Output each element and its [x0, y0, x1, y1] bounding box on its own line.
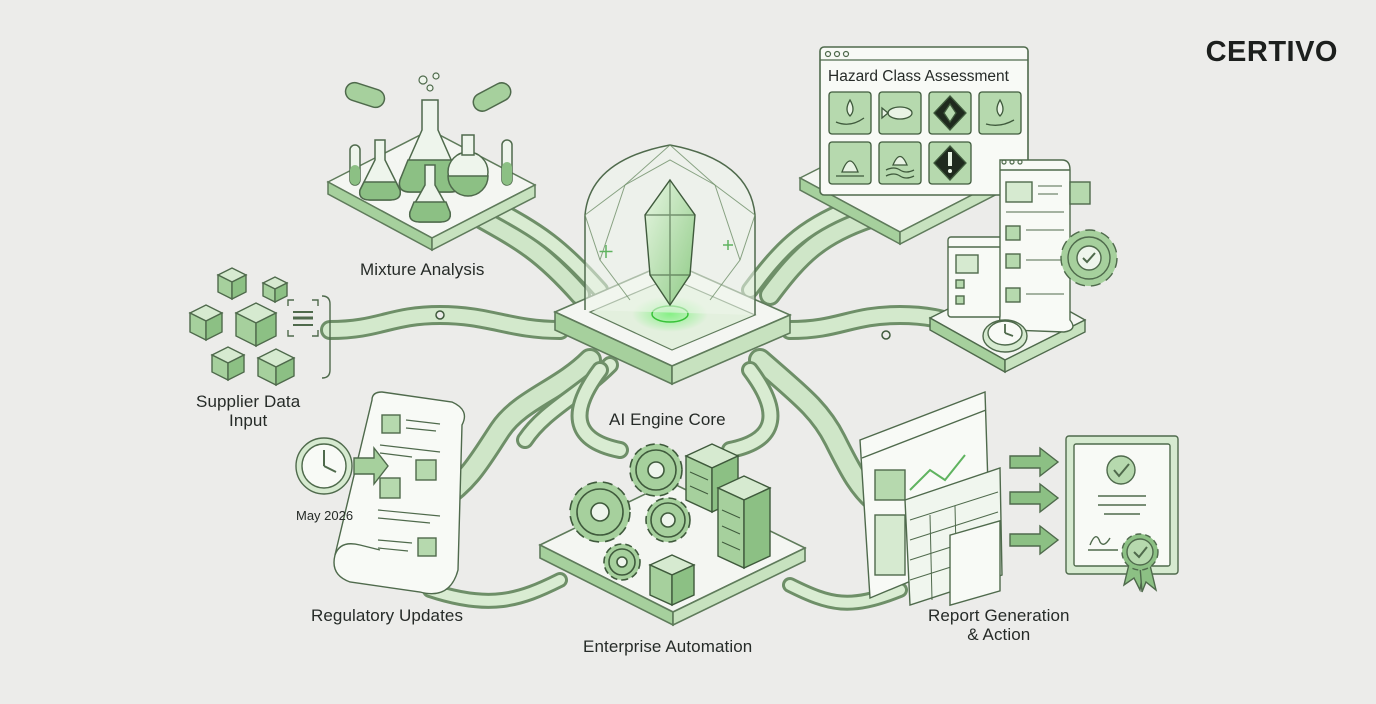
hazard-pictogram-icon	[828, 91, 1022, 185]
brand-logo: CERTIVO	[1205, 36, 1338, 68]
test-tube-icon	[344, 81, 512, 112]
hazard-assessment-node: Hazard Class Assessment	[798, 46, 1029, 246]
hazard-window	[819, 46, 1029, 196]
server-icon	[648, 443, 772, 607]
regulatory-updates-node	[295, 391, 466, 595]
clock-icon	[982, 319, 1028, 353]
regulatory-updates-label: Regulatory Updates	[311, 606, 464, 625]
pipe-junction-dots	[435, 310, 891, 340]
bubble-icon	[418, 72, 440, 92]
clock-icon	[295, 437, 389, 495]
checkmark-icon	[1106, 455, 1136, 485]
supplier-data-label: Supplier Data Input	[196, 392, 300, 430]
ai-engine-core-label: AI Engine Core	[609, 410, 726, 429]
flask-icon	[358, 99, 489, 223]
report-generation-node	[859, 390, 1179, 607]
crystal-icon	[644, 178, 696, 307]
mixture-analysis-label: Mixture Analysis	[360, 260, 485, 279]
bracket-icon	[321, 295, 331, 379]
report-generation-label: Report Generation & Action	[928, 606, 1070, 644]
supplier-data-label-line1: Supplier Data	[196, 392, 301, 411]
barcode-icon	[287, 299, 319, 337]
document-review-node	[928, 159, 1118, 374]
enterprise-automation-node	[538, 443, 807, 627]
test-tube-icon	[349, 139, 513, 186]
regulatory-date: May 2026	[296, 508, 354, 523]
window-controls-icon	[824, 50, 850, 58]
sparkle-icon	[599, 240, 733, 258]
award-ribbon-icon	[1121, 533, 1159, 593]
supplier-data-node	[188, 267, 331, 387]
enterprise-automation-label: Enterprise Automation	[583, 637, 753, 656]
document-icon	[333, 391, 466, 595]
arrow-right-icon	[1009, 446, 1060, 556]
supplier-data-label-line2: Input	[229, 411, 268, 430]
box-icon	[188, 267, 296, 387]
mixture-analysis-node	[326, 72, 537, 252]
ai-engine-core-node	[553, 144, 792, 386]
gear-icon	[1060, 229, 1118, 287]
gear-icon	[569, 443, 691, 581]
report-generation-label-line2: & Action	[967, 625, 1031, 644]
hazard-window-title: Hazard Class Assessment	[828, 68, 1010, 85]
report-generation-label-line1: Report Generation	[928, 606, 1070, 625]
connector-pipes	[320, 196, 1000, 611]
